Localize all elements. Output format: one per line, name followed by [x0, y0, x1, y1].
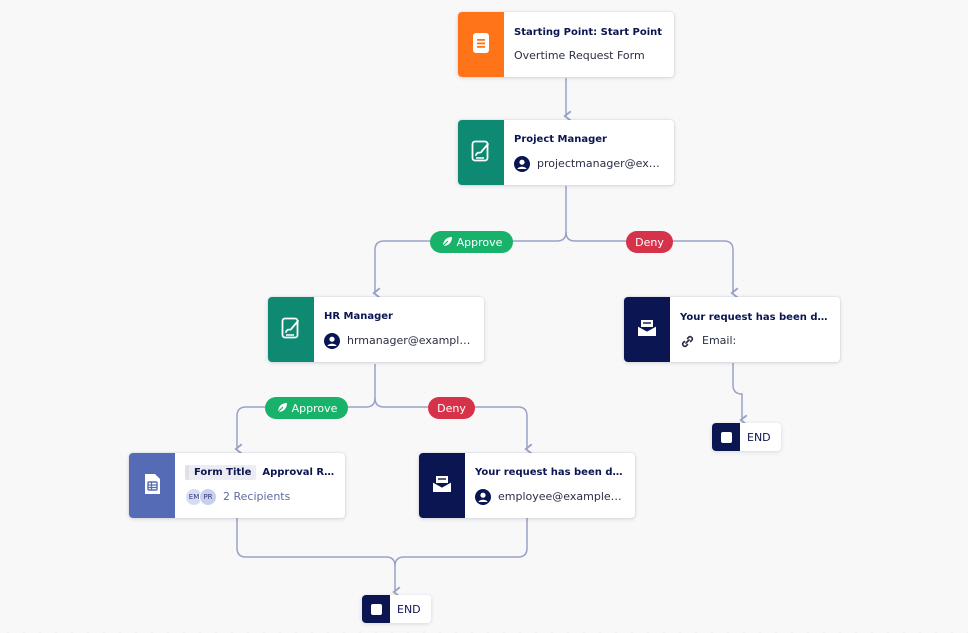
hr-icon-box — [268, 297, 314, 362]
hr-deny-badge[interactable]: Deny — [428, 397, 475, 419]
avatar: PR — [199, 488, 217, 506]
pm-title: Project Manager — [514, 134, 607, 145]
denied-employee-recipient: employee@example.c... — [498, 490, 625, 503]
link-icon — [680, 334, 695, 349]
approval-report-node[interactable]: Form Title Approval Rep... EM PR 2 Recip… — [129, 453, 345, 518]
approval-signature-icon — [471, 140, 491, 166]
denied-email-node[interactable]: Your request has been denied. Email: — [624, 297, 840, 362]
approval-signature-icon — [281, 317, 301, 343]
connector-deny2-end — [394, 518, 528, 567]
stop-icon — [712, 423, 740, 451]
hr-manager-node[interactable]: HR Manager hrmanager@example.... — [268, 297, 484, 362]
end-bottom-label: END — [397, 602, 421, 616]
pm-icon-box — [458, 120, 504, 185]
form-document-icon — [142, 473, 162, 499]
connector-pm-deny — [565, 231, 739, 299]
recipients-count: 2 Recipients — [223, 490, 291, 503]
pm-assignee: projectmanager@exa... — [537, 157, 664, 170]
recipient-avatars: EM PR — [185, 488, 217, 506]
start-title: Starting Point: Start Point — [514, 27, 663, 38]
end-node-right[interactable]: END — [712, 423, 781, 451]
pm-approve-badge[interactable]: Approve — [430, 231, 513, 253]
start-node[interactable]: Starting Point: Start Point Overtime Req… — [458, 12, 674, 77]
end-right-label: END — [747, 430, 771, 444]
hr-title: HR Manager — [324, 311, 393, 322]
start-icon-box — [458, 12, 504, 77]
denied-employee-title: Your request has been denied. — [475, 467, 625, 478]
document-icon — [471, 32, 491, 58]
denied-top-recipient: Email: — [702, 334, 737, 347]
stop-icon — [362, 595, 390, 623]
start-subtitle: Overtime Request Form — [514, 49, 645, 62]
denied-employee-node[interactable]: Your request has been denied. employee@e… — [419, 453, 635, 518]
hr-deny-label: Deny — [437, 401, 466, 415]
form-title-chip: Form Title — [185, 465, 257, 480]
hr-approve-label: Approve — [291, 401, 338, 415]
end-node-bottom[interactable]: END — [362, 595, 431, 623]
user-icon — [475, 489, 491, 505]
connector-deny-end — [732, 363, 748, 426]
denied-top-title: Your request has been denied. — [680, 311, 830, 323]
email-icon-box — [624, 297, 670, 362]
pm-approve-label: Approve — [456, 235, 503, 249]
form-icon-box — [129, 453, 175, 518]
pm-deny-badge[interactable]: Deny — [626, 231, 673, 253]
approve-leaf-icon — [276, 402, 288, 414]
email-icon — [636, 317, 658, 343]
email-icon-box — [419, 453, 465, 518]
user-icon — [514, 156, 530, 172]
user-icon — [324, 333, 340, 349]
pm-deny-label: Deny — [635, 235, 664, 249]
hr-approve-badge[interactable]: Approve — [265, 397, 348, 419]
connector-form-end — [236, 518, 401, 598]
form-title-value: Approval Rep... — [262, 467, 335, 478]
approve-leaf-icon — [441, 236, 453, 248]
connector-hr-deny — [374, 397, 533, 455]
hr-assignee: hrmanager@example.... — [347, 334, 474, 347]
project-manager-node[interactable]: Project Manager projectmanager@exa... — [458, 120, 674, 185]
email-icon — [431, 473, 453, 499]
